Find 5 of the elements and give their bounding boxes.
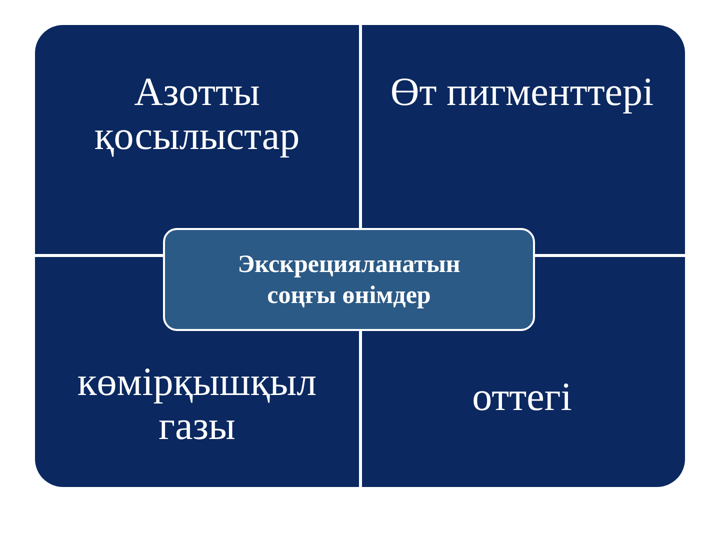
category-text: Азотты қосылыстар [55, 70, 339, 158]
category-text: оттегі [382, 375, 662, 419]
category-text: көмірқышқыл газы [39, 360, 355, 448]
center-label-box: Экскрецияланатын соңғы өнімдер [163, 228, 535, 331]
category-text: Өт пигменттері [382, 70, 662, 114]
